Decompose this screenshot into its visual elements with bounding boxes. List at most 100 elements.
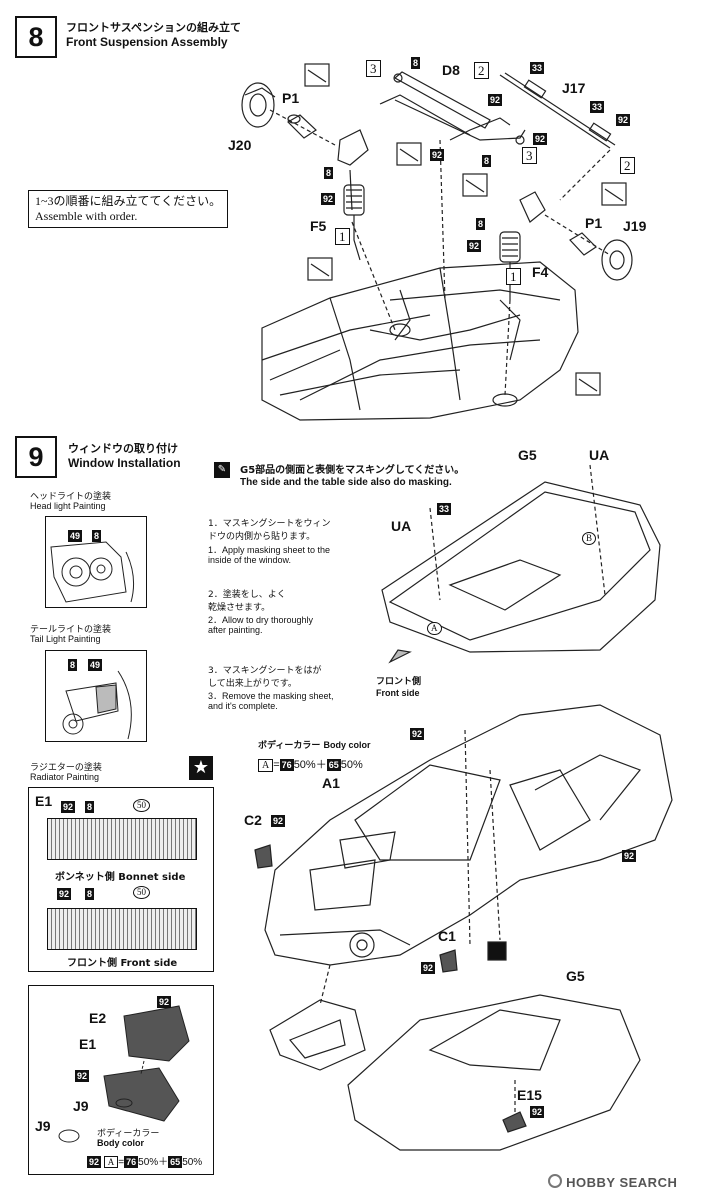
part-label-e1-top: E1	[35, 793, 53, 809]
color-chip: 8	[92, 530, 102, 542]
instruction-2-en-line-1: 2．Allow to dry thoroughly	[208, 615, 314, 625]
mix-percent-1: 50%＋	[138, 1157, 169, 1168]
instruction-3-jp-line-1: 3．マスキングシートをはが	[208, 666, 322, 676]
step-9-number: 9	[15, 436, 57, 478]
step-9-title-jp: ウィンドウの取り付け	[68, 442, 178, 455]
headlight-title-en: Head light Painting	[30, 501, 106, 511]
radiator-panel: E1 92 8 50 ボンネット側 Bonnet side 92 8 50 フロ…	[28, 787, 214, 972]
color-chip: 92	[61, 801, 76, 813]
color-chip: 65	[168, 1156, 183, 1168]
body-color-en-text: Body color	[323, 740, 371, 750]
color-chip: 49	[88, 659, 103, 671]
color-chip: 49	[68, 530, 83, 542]
instruction-3-jp-line-2: して出来上がりです。	[208, 679, 297, 689]
body-color-jp-text: ボディーカラー	[258, 741, 321, 751]
mix-percent-2: 50%	[340, 759, 363, 771]
color-chip: 92	[488, 94, 503, 106]
taillight-drawing	[62, 670, 132, 740]
color-chip: 92	[533, 133, 548, 145]
color-chip: 76	[124, 1156, 139, 1168]
radiator-grille-front	[47, 908, 197, 950]
order-marker: 2	[620, 157, 635, 174]
step-8-number: 8	[15, 16, 57, 58]
instruction-3-en-line-2: and it's complete.	[208, 701, 278, 711]
color-chip: 8	[411, 57, 421, 69]
watermark-text: HOBBY SEARCH	[566, 1175, 678, 1190]
part-label-g5-top: G5	[518, 447, 537, 463]
order-marker: 1	[335, 228, 350, 245]
watermark-logo-icon	[548, 1174, 562, 1188]
instruction-1-en-line-1: 1．Apply masking sheet to the	[208, 545, 331, 555]
color-chip: 33	[437, 503, 452, 515]
part-label-e2: E2	[89, 1010, 107, 1026]
step-9-title-en: Window Installation	[68, 456, 181, 470]
color-chip: 65	[326, 759, 341, 771]
step-8-title-en: Front Suspension Assembly	[66, 35, 228, 49]
headlight-drawing	[50, 541, 135, 603]
color-chip: 33	[590, 101, 605, 113]
color-chip: 33	[530, 62, 545, 74]
color-chip: 92	[157, 996, 172, 1008]
order-marker: 3	[522, 147, 537, 164]
color-chip: 8	[85, 801, 95, 813]
part-label-ua-left: UA	[391, 518, 412, 534]
body-color-jp: ボディーカラー Body color	[258, 738, 371, 751]
hobby-search-watermark: HOBBY SEARCH	[548, 1174, 677, 1190]
color-chip: 8	[482, 155, 492, 167]
mix-percent-2: 50%	[182, 1157, 203, 1168]
circle-marker-a: A	[427, 622, 442, 635]
part-label-e15: E15	[517, 1087, 542, 1103]
color-chip: 92	[616, 114, 631, 126]
front-side-label-2: フロント側 Front side	[67, 958, 178, 969]
part-label-c2: C2	[244, 812, 262, 828]
part-label-j20: J20	[228, 137, 252, 153]
part-label-f5: F5	[310, 218, 327, 234]
order-marker: 3	[366, 60, 381, 77]
assembly-order-note: 1~3の順番に組み立ててください。 Assemble with order.	[28, 190, 229, 228]
instruction-2-jp-line-2: 乾燥させます。	[208, 603, 271, 613]
brush-tip-icon: ✎	[214, 462, 230, 478]
front-suspension-diagram	[241, 63, 633, 421]
radiator-title-en: Radiator Painting	[30, 772, 100, 782]
mix-letter: A	[258, 759, 274, 772]
mix-letter: A	[103, 1156, 119, 1168]
step-8-title-jp: フロントサスペンションの組み立て	[66, 21, 242, 34]
order-marker: 2	[474, 62, 489, 79]
taillight-panel: 8 49	[45, 650, 147, 742]
taillight-title-en: Tail Light Painting	[30, 634, 101, 644]
part-label-g5-bottom: G5	[566, 968, 585, 984]
color-chip-outline: 50	[133, 799, 150, 812]
color-chip-outline: 50	[133, 886, 150, 899]
part-label-p1-right: P1	[585, 215, 603, 231]
body-color-2-en: Body color	[97, 1138, 145, 1148]
headlight-panel: 49 8	[45, 516, 147, 608]
color-chip: 8	[324, 167, 334, 179]
part-label-e1-bottom: E1	[79, 1036, 97, 1052]
color-chip: 92	[421, 962, 436, 974]
radiator-grille-bonnet	[47, 818, 197, 860]
front-side-jp: フロント側	[376, 677, 422, 687]
instruction-1-jp-line-2: ドウの内側から貼ります。	[208, 532, 316, 542]
part-label-j9-a: J9	[73, 1098, 89, 1114]
part-label-c1: C1	[438, 928, 456, 944]
mix-percent-1: 50%＋	[293, 759, 327, 771]
mix-equals: =	[118, 1157, 125, 1168]
order-note-en: Assemble with order.	[35, 209, 138, 223]
color-chip: 92	[87, 1156, 102, 1168]
part-label-ua-right: UA	[589, 447, 610, 463]
part-label-j17: J17	[562, 80, 586, 96]
instruction-3-en-line-1: 3．Remove the masking sheet,	[208, 691, 334, 701]
color-chip: 92	[467, 240, 482, 252]
instruction-2-jp-line-1: 2．塗装をし、よく	[208, 590, 286, 600]
part-label-a1: A1	[322, 775, 340, 791]
color-chip: 76	[279, 759, 294, 771]
order-note-jp: 1~3の順番に組み立ててください。	[35, 194, 222, 208]
instruction-1-jp-line-1: 1．マスキングシートをウィン	[208, 519, 331, 529]
color-chip: 92	[622, 850, 637, 862]
star-badge-icon: ★	[189, 756, 213, 780]
part-label-f4: F4	[532, 264, 549, 280]
color-chip: 8	[68, 659, 78, 671]
color-chip: 92	[321, 193, 336, 205]
color-chip: 92	[410, 728, 425, 740]
